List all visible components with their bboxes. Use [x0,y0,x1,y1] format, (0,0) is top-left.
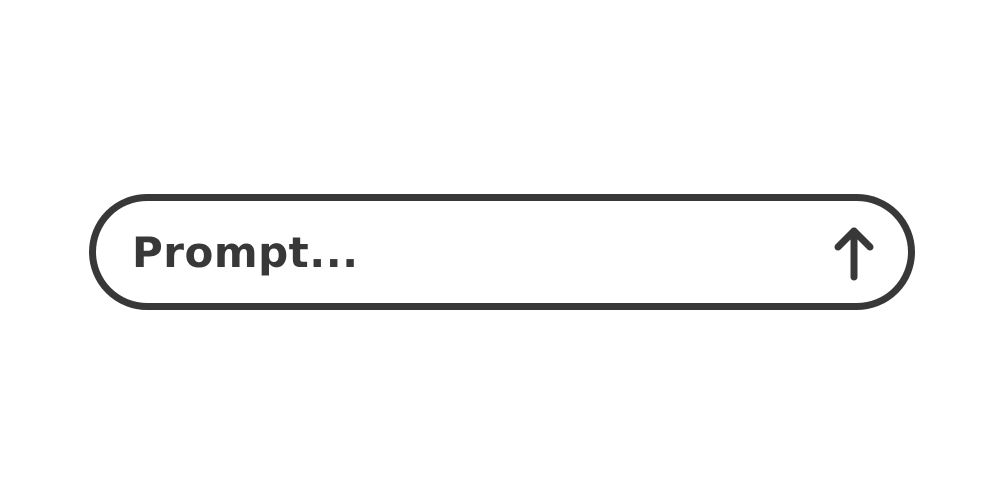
send-button[interactable] [826,223,882,283]
prompt-bar [89,194,915,310]
prompt-input[interactable] [132,201,792,303]
arrow-up-icon [826,223,882,283]
